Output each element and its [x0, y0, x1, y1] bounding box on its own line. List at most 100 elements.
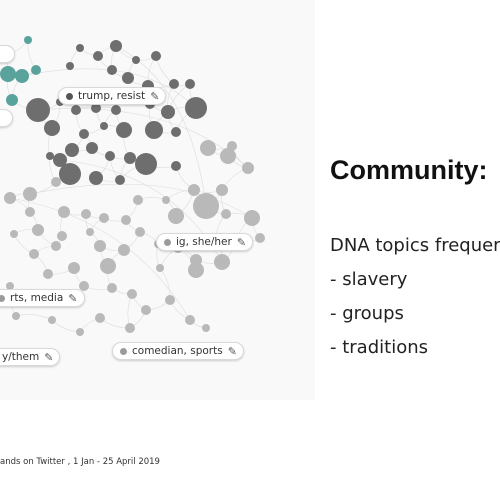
graph-node[interactable] [32, 224, 44, 236]
graph-node[interactable] [6, 94, 18, 106]
graph-node[interactable] [51, 241, 61, 251]
graph-node[interactable] [26, 98, 50, 122]
graph-node[interactable] [10, 230, 18, 238]
cluster-label-ig-sheher[interactable]: ig, she/her ✎ [156, 233, 254, 251]
graph-node[interactable] [93, 51, 103, 61]
graph-node[interactable] [171, 161, 181, 171]
pencil-icon[interactable]: ✎ [44, 350, 54, 364]
graph-node[interactable] [24, 36, 32, 44]
graph-node[interactable] [6, 282, 14, 290]
graph-node[interactable] [100, 258, 116, 274]
graph-node[interactable] [76, 44, 84, 52]
graph-node[interactable] [165, 295, 175, 305]
graph-node[interactable] [111, 105, 121, 115]
cluster-label-they-them[interactable]: y/them ✎ [0, 348, 61, 366]
graph-node[interactable] [15, 69, 29, 83]
graph-node[interactable] [185, 315, 195, 325]
graph-node[interactable] [79, 129, 89, 139]
graph-node[interactable] [125, 323, 135, 333]
graph-node[interactable] [242, 162, 254, 174]
pencil-icon[interactable]: ✎ [68, 291, 78, 305]
graph-node[interactable] [86, 142, 98, 154]
graph-node[interactable] [23, 187, 37, 201]
graph-node[interactable] [46, 152, 54, 160]
graph-node[interactable] [169, 79, 179, 89]
network-graph[interactable]: trump, resist ✎ ig, she/her ✎ rts, media… [0, 0, 315, 400]
cluster-label-trump-resist[interactable]: trump, resist ✎ [58, 87, 167, 105]
pencil-icon[interactable]: ✎ [150, 89, 160, 103]
graph-node[interactable] [168, 208, 184, 224]
graph-node[interactable] [193, 193, 219, 219]
graph-node[interactable] [66, 62, 74, 70]
graph-node[interactable] [57, 231, 67, 241]
graph-node[interactable] [124, 152, 136, 164]
graph-node[interactable] [135, 153, 157, 175]
graph-node[interactable] [91, 103, 101, 113]
graph-node[interactable] [171, 127, 181, 137]
graph-node[interactable] [95, 313, 105, 323]
graph-node[interactable] [200, 140, 216, 156]
graph-node[interactable] [110, 40, 122, 52]
graph-node[interactable] [132, 56, 140, 64]
graph-node[interactable] [107, 65, 117, 75]
graph-node[interactable] [161, 105, 175, 119]
graph-node[interactable] [4, 192, 16, 204]
graph-node[interactable] [25, 207, 35, 217]
graph-node[interactable] [156, 264, 164, 272]
graph-node[interactable] [116, 122, 132, 138]
graph-node[interactable] [127, 289, 137, 299]
graph-node[interactable] [185, 79, 195, 89]
graph-node[interactable] [188, 262, 204, 278]
cluster-label-sports-media[interactable]: rts, media ✎ [0, 289, 85, 307]
graph-node[interactable] [79, 281, 89, 291]
graph-node[interactable] [53, 153, 67, 167]
graph-node[interactable] [31, 65, 41, 75]
graph-node[interactable] [68, 262, 80, 274]
graph-node[interactable] [255, 233, 265, 243]
graph-node[interactable] [162, 196, 170, 204]
graph-node[interactable] [151, 51, 161, 61]
graph-node[interactable] [107, 283, 117, 293]
graph-node[interactable] [81, 209, 91, 219]
graph-node[interactable] [99, 213, 109, 223]
graph-node[interactable] [94, 240, 106, 252]
graph-node[interactable] [244, 210, 260, 226]
cluster-label-top-left[interactable] [0, 45, 15, 63]
graph-node[interactable] [48, 316, 56, 324]
graph-node[interactable] [43, 269, 53, 279]
graph-node[interactable] [86, 228, 94, 236]
graph-node[interactable] [185, 97, 207, 119]
graph-node[interactable] [29, 249, 39, 259]
graph-node[interactable] [141, 305, 151, 315]
graph-node[interactable] [0, 66, 16, 82]
graph-node[interactable] [51, 177, 61, 187]
graph-node[interactable] [214, 254, 230, 270]
cluster-label-left-edge[interactable] [0, 109, 13, 127]
graph-node[interactable] [118, 244, 130, 256]
graph-node[interactable] [220, 148, 236, 164]
network-graph-canvas[interactable] [0, 0, 315, 400]
graph-node[interactable] [135, 227, 145, 237]
graph-node[interactable] [44, 120, 60, 136]
graph-node[interactable] [202, 324, 210, 332]
cluster-label-comedian-sports[interactable]: comedian, sports ✎ [112, 342, 244, 360]
pencil-icon[interactable]: ✎ [236, 235, 247, 249]
graph-node[interactable] [122, 72, 134, 84]
graph-node[interactable] [59, 163, 81, 185]
graph-node[interactable] [188, 184, 200, 196]
graph-node[interactable] [221, 209, 231, 219]
graph-node[interactable] [100, 122, 108, 130]
graph-node[interactable] [71, 105, 81, 115]
graph-node[interactable] [12, 312, 20, 320]
graph-node[interactable] [227, 141, 237, 151]
graph-node[interactable] [76, 328, 84, 336]
graph-node[interactable] [115, 175, 125, 185]
graph-node[interactable] [121, 215, 131, 225]
graph-node[interactable] [89, 171, 103, 185]
graph-node[interactable] [58, 206, 70, 218]
pencil-icon[interactable]: ✎ [227, 344, 237, 358]
graph-node[interactable] [65, 143, 79, 157]
graph-node[interactable] [145, 121, 163, 139]
graph-node[interactable] [105, 151, 115, 161]
graph-node[interactable] [133, 195, 143, 205]
